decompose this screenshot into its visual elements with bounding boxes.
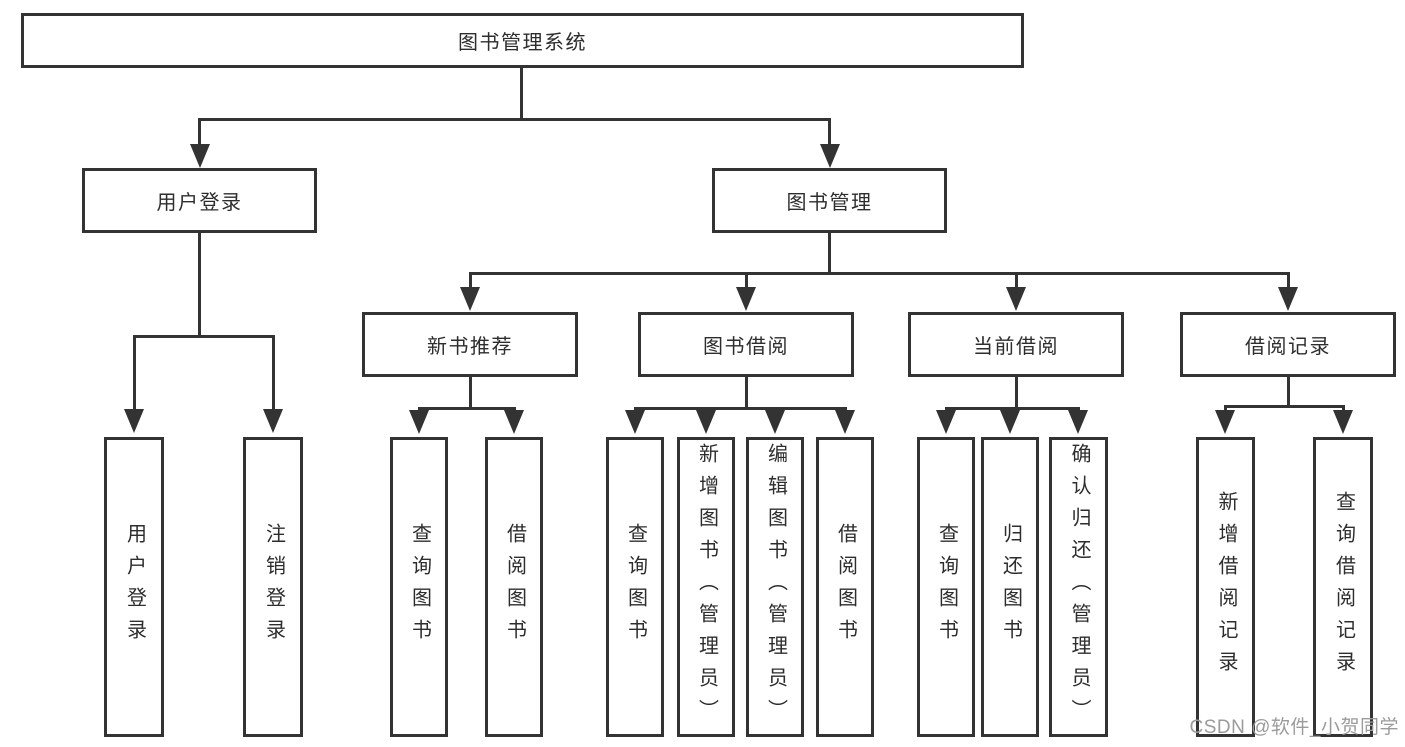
connector-line xyxy=(1014,377,1018,410)
connector-line xyxy=(512,407,516,412)
connector-line xyxy=(468,272,1290,275)
connector-line xyxy=(633,407,637,412)
connector-line xyxy=(417,407,421,412)
connector-line xyxy=(132,335,136,411)
arrowhead-down-icon xyxy=(409,410,429,434)
connector-line xyxy=(198,118,201,148)
node-new-book-recommend: 新书推荐 xyxy=(362,312,578,377)
arrowhead-down-icon xyxy=(460,287,480,311)
arrowhead-down-icon xyxy=(819,144,840,168)
leaf-newbook-query-books: 查询图书 xyxy=(390,437,448,737)
arrowhead-down-icon xyxy=(765,410,785,434)
arrowhead-down-icon xyxy=(1215,410,1235,434)
arrowhead-down-icon xyxy=(189,144,210,168)
arrowhead-down-icon xyxy=(625,410,645,434)
connector-line xyxy=(944,407,1080,410)
leaf-current-return-books: 归还图书 xyxy=(981,437,1039,737)
leaf-user-login: 用户登录 xyxy=(104,437,164,737)
leaf-newbook-borrow-books: 借阅图书 xyxy=(485,437,543,737)
connector-line xyxy=(198,118,831,121)
connector-line xyxy=(1014,272,1018,290)
leaf-records-add-borrow-record-label: 新增借阅记录 xyxy=(1215,491,1237,683)
leaf-logout-login: 注销登录 xyxy=(243,437,303,737)
leaf-borrow-query-books-label: 查询图书 xyxy=(624,523,647,651)
arrowhead-down-icon xyxy=(1278,287,1298,311)
connector-line xyxy=(843,407,847,412)
connector-line xyxy=(944,407,948,412)
leaf-current-query-books-label: 查询图书 xyxy=(935,523,958,651)
connector-line xyxy=(1286,377,1290,408)
leaf-current-query-books: 查询图书 xyxy=(917,437,975,737)
arrowhead-down-icon xyxy=(736,287,756,311)
node-user-login: 用户登录 xyxy=(82,168,317,233)
arrowhead-down-icon xyxy=(1333,410,1353,434)
leaf-newbook-borrow-books-label: 借阅图书 xyxy=(503,523,526,651)
arrowhead-down-icon xyxy=(504,410,524,434)
leaf-current-return-books-label: 归还图书 xyxy=(999,523,1022,651)
connector-line xyxy=(773,407,777,412)
arrowhead-down-icon xyxy=(696,410,716,434)
connector-line xyxy=(1008,407,1012,412)
connector-line xyxy=(744,377,748,410)
arrowhead-down-icon xyxy=(124,409,144,433)
connector-line xyxy=(704,407,708,412)
leaf-borrow-add-books-admin: 新增图书（管理员） xyxy=(677,437,735,737)
leaf-borrow-edit-books-admin: 编辑图书（管理员） xyxy=(746,437,804,737)
connector-line xyxy=(468,272,472,290)
arrowhead-down-icon xyxy=(263,409,283,433)
leaf-current-confirm-return-admin: 确认归还（管理员） xyxy=(1049,437,1108,737)
connector-line xyxy=(828,233,831,275)
connector-line xyxy=(1076,407,1080,412)
connector-line xyxy=(271,335,275,411)
leaf-borrow-query-books: 查询图书 xyxy=(606,437,664,737)
connector-line xyxy=(417,407,516,410)
connector-line xyxy=(1341,405,1345,412)
leaf-logout-login-label: 注销登录 xyxy=(262,523,285,651)
connector-line xyxy=(828,118,831,148)
connector-line xyxy=(1223,405,1227,412)
leaf-records-query-borrow-record: 查询借阅记录 xyxy=(1313,437,1373,737)
arrowhead-down-icon xyxy=(835,410,855,434)
connector-line xyxy=(520,68,523,121)
leaf-user-login-label: 用户登录 xyxy=(123,523,146,651)
node-book-management: 图书管理 xyxy=(712,168,947,233)
connector-line xyxy=(633,407,847,410)
connector-line xyxy=(744,272,748,290)
arrowhead-down-icon xyxy=(1000,410,1020,434)
node-current-borrow: 当前借阅 xyxy=(908,312,1124,377)
watermark: CSDN @软件_小贺同学 xyxy=(1189,717,1399,738)
node-book-borrow: 图书借阅 xyxy=(638,312,854,377)
leaf-records-query-borrow-record-label: 查询借阅记录 xyxy=(1332,491,1355,683)
arrowhead-down-icon xyxy=(1068,410,1088,434)
connector-line xyxy=(1286,272,1290,290)
node-root: 图书管理系统 xyxy=(21,13,1024,68)
connector-line xyxy=(198,233,201,338)
connector-line xyxy=(132,335,275,338)
arrowhead-down-icon xyxy=(936,410,956,434)
leaf-borrow-edit-books-admin-label: 编辑图书（管理员） xyxy=(764,443,787,731)
leaf-current-confirm-return-admin-label: 确认归还（管理员） xyxy=(1068,443,1090,731)
connector-line xyxy=(468,377,472,410)
leaf-newbook-query-books-label: 查询图书 xyxy=(408,523,431,651)
connector-line xyxy=(1223,405,1345,408)
leaf-borrow-borrow-books-label: 借阅图书 xyxy=(834,523,857,651)
leaf-records-add-borrow-record: 新增借阅记录 xyxy=(1196,437,1255,737)
arrowhead-down-icon xyxy=(1006,287,1026,311)
leaf-borrow-add-books-admin-label: 新增图书（管理员） xyxy=(695,443,718,731)
node-borrow-records: 借阅记录 xyxy=(1180,312,1396,377)
leaf-borrow-borrow-books: 借阅图书 xyxy=(816,437,874,737)
